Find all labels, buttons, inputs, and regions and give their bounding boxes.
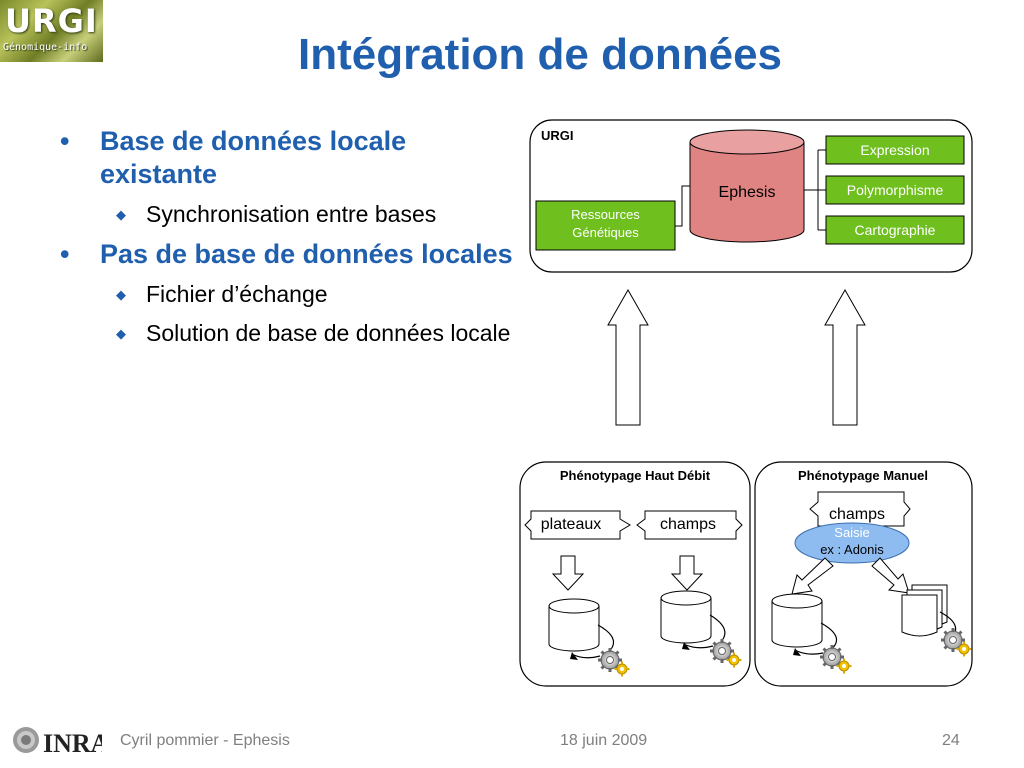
sub-bullet-1-1: ◆ Synchronisation entre bases	[60, 199, 520, 230]
database-icon	[771, 593, 823, 648]
saisie-ellipse	[794, 522, 910, 564]
diamond-bullet-icon: ◆	[116, 287, 126, 302]
bullet-dot-icon: •	[60, 239, 70, 269]
urgi-logo-text: URGI	[5, 2, 98, 40]
diamond-bullet-icon: ◆	[116, 207, 126, 222]
database-icon	[660, 590, 712, 644]
diamond-bullet-icon: ◆	[116, 326, 126, 341]
manuel-title: Phénotypage Manuel	[798, 468, 928, 483]
bullet-2: • Pas de base de données locales	[60, 238, 520, 271]
sub-bullet-2-1-text: Fichier d’échange	[146, 281, 328, 307]
champs-manuel-label: champs	[829, 506, 885, 523]
ressources-genetiques-box	[535, 200, 676, 251]
sub-bullet-2-2-text: Solution de base de données locale	[146, 320, 511, 346]
footer-author: Cyril pommier - Ephesis	[120, 732, 290, 749]
polymorphisme-box	[825, 175, 965, 205]
down-arrow-icon	[670, 555, 704, 591]
saisie-example-label: ex : Adonis	[820, 542, 884, 557]
bullet-list: • Base de données locale existante ◆ Syn…	[60, 125, 520, 357]
sub-bullet-2-2: ◆ Solution de base de données locale	[60, 318, 520, 349]
expression-label: Expression	[860, 142, 929, 158]
down-arrow-icon	[551, 555, 585, 591]
haut-debit-title: Phénotypage Haut Débit	[560, 468, 711, 483]
footer-page-number: 24	[942, 732, 960, 749]
cartographie-label: Cartographie	[855, 222, 936, 238]
urgi-logo-subtext: Génomique-info	[3, 42, 88, 53]
plateaux-tag	[524, 510, 631, 540]
urgi-logo: URGI Génomique-info	[0, 0, 103, 62]
sub-bullet-2-1: ◆ Fichier d’échange	[60, 279, 520, 310]
champs-tag-manuel	[809, 491, 911, 527]
champs-hd-label: champs	[660, 516, 716, 533]
plateaux-label: plateaux	[541, 516, 602, 533]
ephesis-database: Ephesis	[689, 129, 805, 243]
page-title: Intégration de données	[297, 30, 783, 79]
saisie-label: Saisie	[834, 525, 869, 540]
polymorphisme-label: Polymorphisme	[847, 182, 944, 198]
inra-logo-text: INRA	[43, 729, 102, 757]
bullet-1: • Base de données locale existante	[60, 125, 520, 191]
diagonal-arrow-left-icon	[791, 557, 834, 595]
expression-box	[825, 135, 965, 165]
up-arrow-left-icon	[607, 288, 649, 426]
bullet-2-text: Pas de base de données locales	[100, 239, 513, 269]
urgi-connectors	[675, 149, 826, 231]
up-arrow-right-icon	[824, 288, 866, 426]
diagonal-arrow-right-icon	[871, 557, 910, 594]
cartographie-box	[825, 215, 965, 245]
urgi-panel-label: URGI	[541, 128, 574, 143]
bullet-1-text: Base de données locale existante	[100, 126, 407, 189]
ephesis-label: Ephesis	[719, 184, 776, 201]
footer-date: 18 juin 2009	[560, 732, 648, 749]
sub-bullet-1-1-text: Synchronisation entre bases	[146, 201, 437, 227]
inra-logo: INRA	[13, 727, 102, 757]
database-icon	[548, 598, 600, 652]
champs-tag-hd	[636, 510, 743, 540]
bullet-dot-icon: •	[60, 126, 70, 156]
document-stack-icon	[901, 584, 948, 637]
